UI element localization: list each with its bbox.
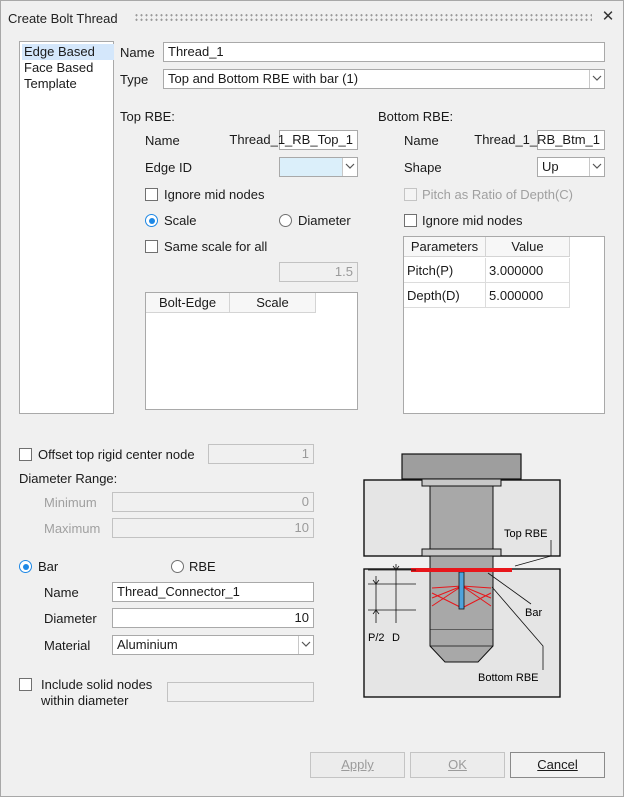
window-title: Create Bolt Thread [8, 11, 118, 26]
pitch-ratio-label: Pitch as Ratio of Depth(C) [422, 187, 574, 202]
diagram-bottom-rbe-spokes [431, 585, 492, 609]
same-scale-checkbox[interactable] [145, 240, 158, 253]
bottom-ignore-mid-label: Ignore mid nodes [422, 213, 523, 228]
top-rbe-heading: Top RBE: [120, 109, 175, 124]
connector-name-input[interactable]: Thread_Connector_1 [112, 582, 314, 602]
diameter-radio-label: Diameter [298, 213, 351, 228]
name-input[interactable]: Thread_1 [163, 42, 605, 62]
offset-label: Offset top rigid center node [38, 447, 195, 462]
diagram-leaders [487, 540, 552, 670]
parameters-table: Parameters Value Pitch(P) 3.000000 Depth… [403, 236, 605, 414]
include-solid-label-line1: Include solid nodes [41, 677, 153, 692]
scale-radio-label: Scale [164, 213, 197, 228]
shape-label: Shape [404, 160, 442, 175]
rbe-radio[interactable] [171, 560, 184, 573]
diagram-label-top-rbe: Top RBE [504, 528, 547, 540]
diagram-bolt-head [401, 453, 522, 480]
bottom-rbe-heading: Bottom RBE: [378, 109, 454, 124]
bottom-rbe-name-label: Name [404, 133, 439, 148]
bar-radio[interactable] [19, 560, 32, 573]
table-cell-param: Depth(D) [404, 283, 486, 308]
maximum-input[interactable]: 10 [112, 518, 314, 538]
ok-button-label: OK [448, 757, 467, 772]
bottom-rbe-name-input[interactable]: Thread_1_RB_Btm_1 [474, 130, 605, 150]
edge-id-select[interactable] [279, 157, 358, 177]
nav-item-edge-based[interactable]: Edge Based [22, 44, 114, 60]
method-list: Edge Based Face Based Template [19, 41, 114, 414]
scale-value-input[interactable]: 1.5 [279, 262, 358, 282]
ok-button[interactable]: OK [410, 752, 505, 778]
diagram-dimension-marks [368, 564, 416, 623]
name-label: Name [120, 45, 155, 60]
table-header-value[interactable]: Value [486, 237, 570, 257]
diagram-label-d: D [392, 632, 400, 644]
diagram-shank-gap [429, 555, 494, 570]
same-scale-label: Same scale for all [164, 239, 268, 254]
top-rbe-name-input[interactable]: Thread_1_RB_Top_1 [229, 130, 358, 150]
material-select-value: Aluminium [117, 637, 178, 652]
cancel-button-label: Cancel [537, 757, 578, 772]
diagram-label-bar: Bar [525, 607, 542, 619]
maximum-label: Maximum [44, 521, 101, 536]
shape-select-value: Up [542, 159, 559, 174]
chevron-down-icon[interactable] [589, 70, 604, 88]
table-header-scale[interactable]: Scale [230, 293, 316, 313]
table-cell-value[interactable]: 5.000000 [486, 283, 570, 308]
diagram-washer-top [421, 478, 502, 487]
type-select[interactable]: Top and Bottom RBE with bar (1) [163, 69, 605, 89]
type-select-value: Top and Bottom RBE with bar (1) [168, 71, 359, 86]
diagram-bar [458, 571, 465, 610]
top-ignore-mid-label: Ignore mid nodes [164, 187, 265, 202]
connector-name-label: Name [44, 585, 79, 600]
offset-checkbox[interactable] [19, 448, 32, 461]
minimum-input[interactable]: 0 [112, 492, 314, 512]
nav-item-face-based[interactable]: Face Based [24, 60, 94, 75]
connector-diameter-label: Diameter [44, 611, 97, 626]
chevron-down-icon[interactable] [589, 158, 604, 176]
shape-select[interactable]: Up [537, 157, 605, 177]
type-label: Type [120, 72, 149, 87]
table-header-bolt-edge[interactable]: Bolt-Edge [146, 293, 230, 313]
chevron-down-icon[interactable] [298, 636, 313, 654]
include-solid-checkbox[interactable] [19, 678, 32, 691]
diameter-range-heading: Diameter Range: [19, 471, 118, 486]
apply-button-label: Apply [341, 757, 374, 772]
cancel-button[interactable]: Cancel [510, 752, 605, 778]
edge-id-label: Edge ID [145, 160, 192, 175]
material-label: Material [44, 638, 91, 653]
diagram-label-bottom-rbe: Bottom RBE [478, 672, 539, 684]
pitch-ratio-checkbox[interactable] [404, 188, 417, 201]
material-select[interactable]: Aluminium [112, 635, 314, 655]
apply-button[interactable]: Apply [310, 752, 405, 778]
table-cell-value[interactable]: 3.000000 [486, 258, 570, 283]
diagram-washer-bottom [421, 548, 502, 557]
minimum-label: Minimum [44, 495, 97, 510]
drag-handle[interactable] [134, 13, 592, 22]
table-cell-param: Pitch(P) [404, 258, 486, 283]
connector-diameter-input[interactable]: 10 [112, 608, 314, 628]
close-icon[interactable]: ✕ [601, 8, 615, 25]
top-ignore-mid-checkbox[interactable] [145, 188, 158, 201]
include-solid-input[interactable] [167, 682, 314, 702]
nav-item-template[interactable]: Template [24, 76, 77, 91]
scale-radio[interactable] [145, 214, 158, 227]
table-header-parameters[interactable]: Parameters [404, 237, 486, 257]
bottom-ignore-mid-checkbox[interactable] [404, 214, 417, 227]
chevron-down-icon[interactable] [342, 158, 357, 176]
include-solid-label-line2: within diameter [41, 693, 129, 708]
diagram-shank [429, 485, 494, 550]
rbe-radio-label: RBE [189, 559, 216, 574]
diameter-radio[interactable] [279, 214, 292, 227]
bar-radio-label: Bar [38, 559, 59, 574]
top-rbe-name-label: Name [145, 133, 180, 148]
bolt-edge-table: Bolt-Edge Scale [145, 292, 358, 410]
diagram-label-p2: P/2 [368, 632, 385, 644]
offset-input[interactable]: 1 [208, 444, 314, 464]
bolt-diagram: Top RBE Bar Bottom RBE P/2 D [363, 453, 561, 698]
